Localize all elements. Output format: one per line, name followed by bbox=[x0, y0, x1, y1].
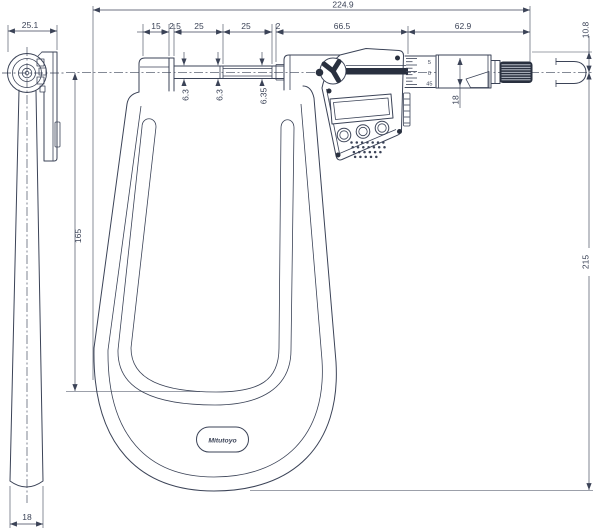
dim-side-width-group: 25.1 bbox=[7, 20, 58, 52]
thimble-grip-hatch bbox=[465, 71, 490, 88]
dim-head-span: 66.5 bbox=[334, 21, 351, 31]
dim-overall-length: 224.9 bbox=[332, 0, 354, 10]
frame-outer-contour bbox=[93, 85, 337, 492]
centerlines bbox=[2, 47, 592, 503]
brand-logo: Mitutoyo bbox=[208, 438, 236, 445]
spindle-tip-detail bbox=[555, 58, 587, 87]
contact-roller bbox=[7, 53, 47, 93]
lcd-display bbox=[329, 93, 394, 125]
side-view: 25.1 18 bbox=[7, 20, 61, 528]
dim-top-offset: 10.8 bbox=[581, 21, 591, 38]
dim-seg-25-a: 25 bbox=[194, 21, 204, 31]
ratchet-collar bbox=[490, 60, 501, 84]
speaker-dot-grid bbox=[350, 141, 386, 159]
dim-handle-width: 18 bbox=[22, 512, 32, 522]
thimble-scale-0: 0 bbox=[428, 71, 431, 77]
sleeve-thimble-assembly: 5 0 45 bbox=[404, 54, 587, 89]
dim-spindle-dia-b: 6.3 bbox=[215, 89, 225, 101]
function-buttons bbox=[336, 120, 390, 143]
spindle-section-band bbox=[346, 68, 408, 75]
sleeve-scale: 5 0 45 bbox=[404, 55, 436, 88]
dim-spindle-dia-c: 6.35 bbox=[259, 87, 269, 104]
dim-spindle-dia-a: 6.3 bbox=[181, 89, 191, 101]
dim-seg-2-5: 2.5 bbox=[169, 21, 181, 31]
brand-plate: Mitutoyo bbox=[196, 426, 249, 453]
anvil-housing bbox=[138, 57, 175, 93]
frame-slot-cutout bbox=[117, 118, 295, 406]
dim-throat-depth: 165 bbox=[73, 229, 83, 243]
dim-seg-25-b: 25 bbox=[241, 21, 251, 31]
spindle-diameter-callouts: 6.3 6.3 6.35 bbox=[181, 52, 269, 104]
ratchet-stop-knob bbox=[499, 61, 533, 83]
dim-frame-height: 215 bbox=[581, 255, 591, 269]
dim-seg-15: 15 bbox=[151, 21, 161, 31]
frame-edge-plate bbox=[37, 51, 61, 162]
dim-side-view-width: 25.1 bbox=[22, 20, 39, 30]
thimble-scale-5: 5 bbox=[428, 60, 431, 66]
dim-seg-2: 2 bbox=[276, 21, 281, 31]
clamp-teeth bbox=[36, 58, 47, 93]
digital-head bbox=[283, 48, 411, 161]
data-output-port bbox=[403, 92, 411, 127]
thimble-scale-45: 45 bbox=[426, 82, 432, 88]
lever-arm bbox=[9, 89, 44, 488]
dim-thimble-diameter: 18 bbox=[451, 95, 461, 105]
spindle bbox=[173, 64, 285, 81]
dim-handle-width-group: 18 bbox=[9, 486, 44, 528]
case-screws bbox=[326, 55, 402, 158]
spindle-clamp bbox=[315, 57, 347, 85]
head-mount-block bbox=[283, 54, 341, 91]
front-view-frame: Mitutoyo bbox=[93, 57, 337, 492]
top-dimensions: 224.9 15 2.5 25 25 2 66.5 62.9 bbox=[92, 0, 531, 380]
vertical-dimensions: 165 10.8 215 18 bbox=[66, 21, 593, 491]
thimble bbox=[435, 54, 492, 89]
clamp-knob bbox=[315, 68, 324, 77]
frame-rib-line bbox=[107, 103, 323, 478]
dim-thimble-span: 62.9 bbox=[455, 21, 472, 31]
